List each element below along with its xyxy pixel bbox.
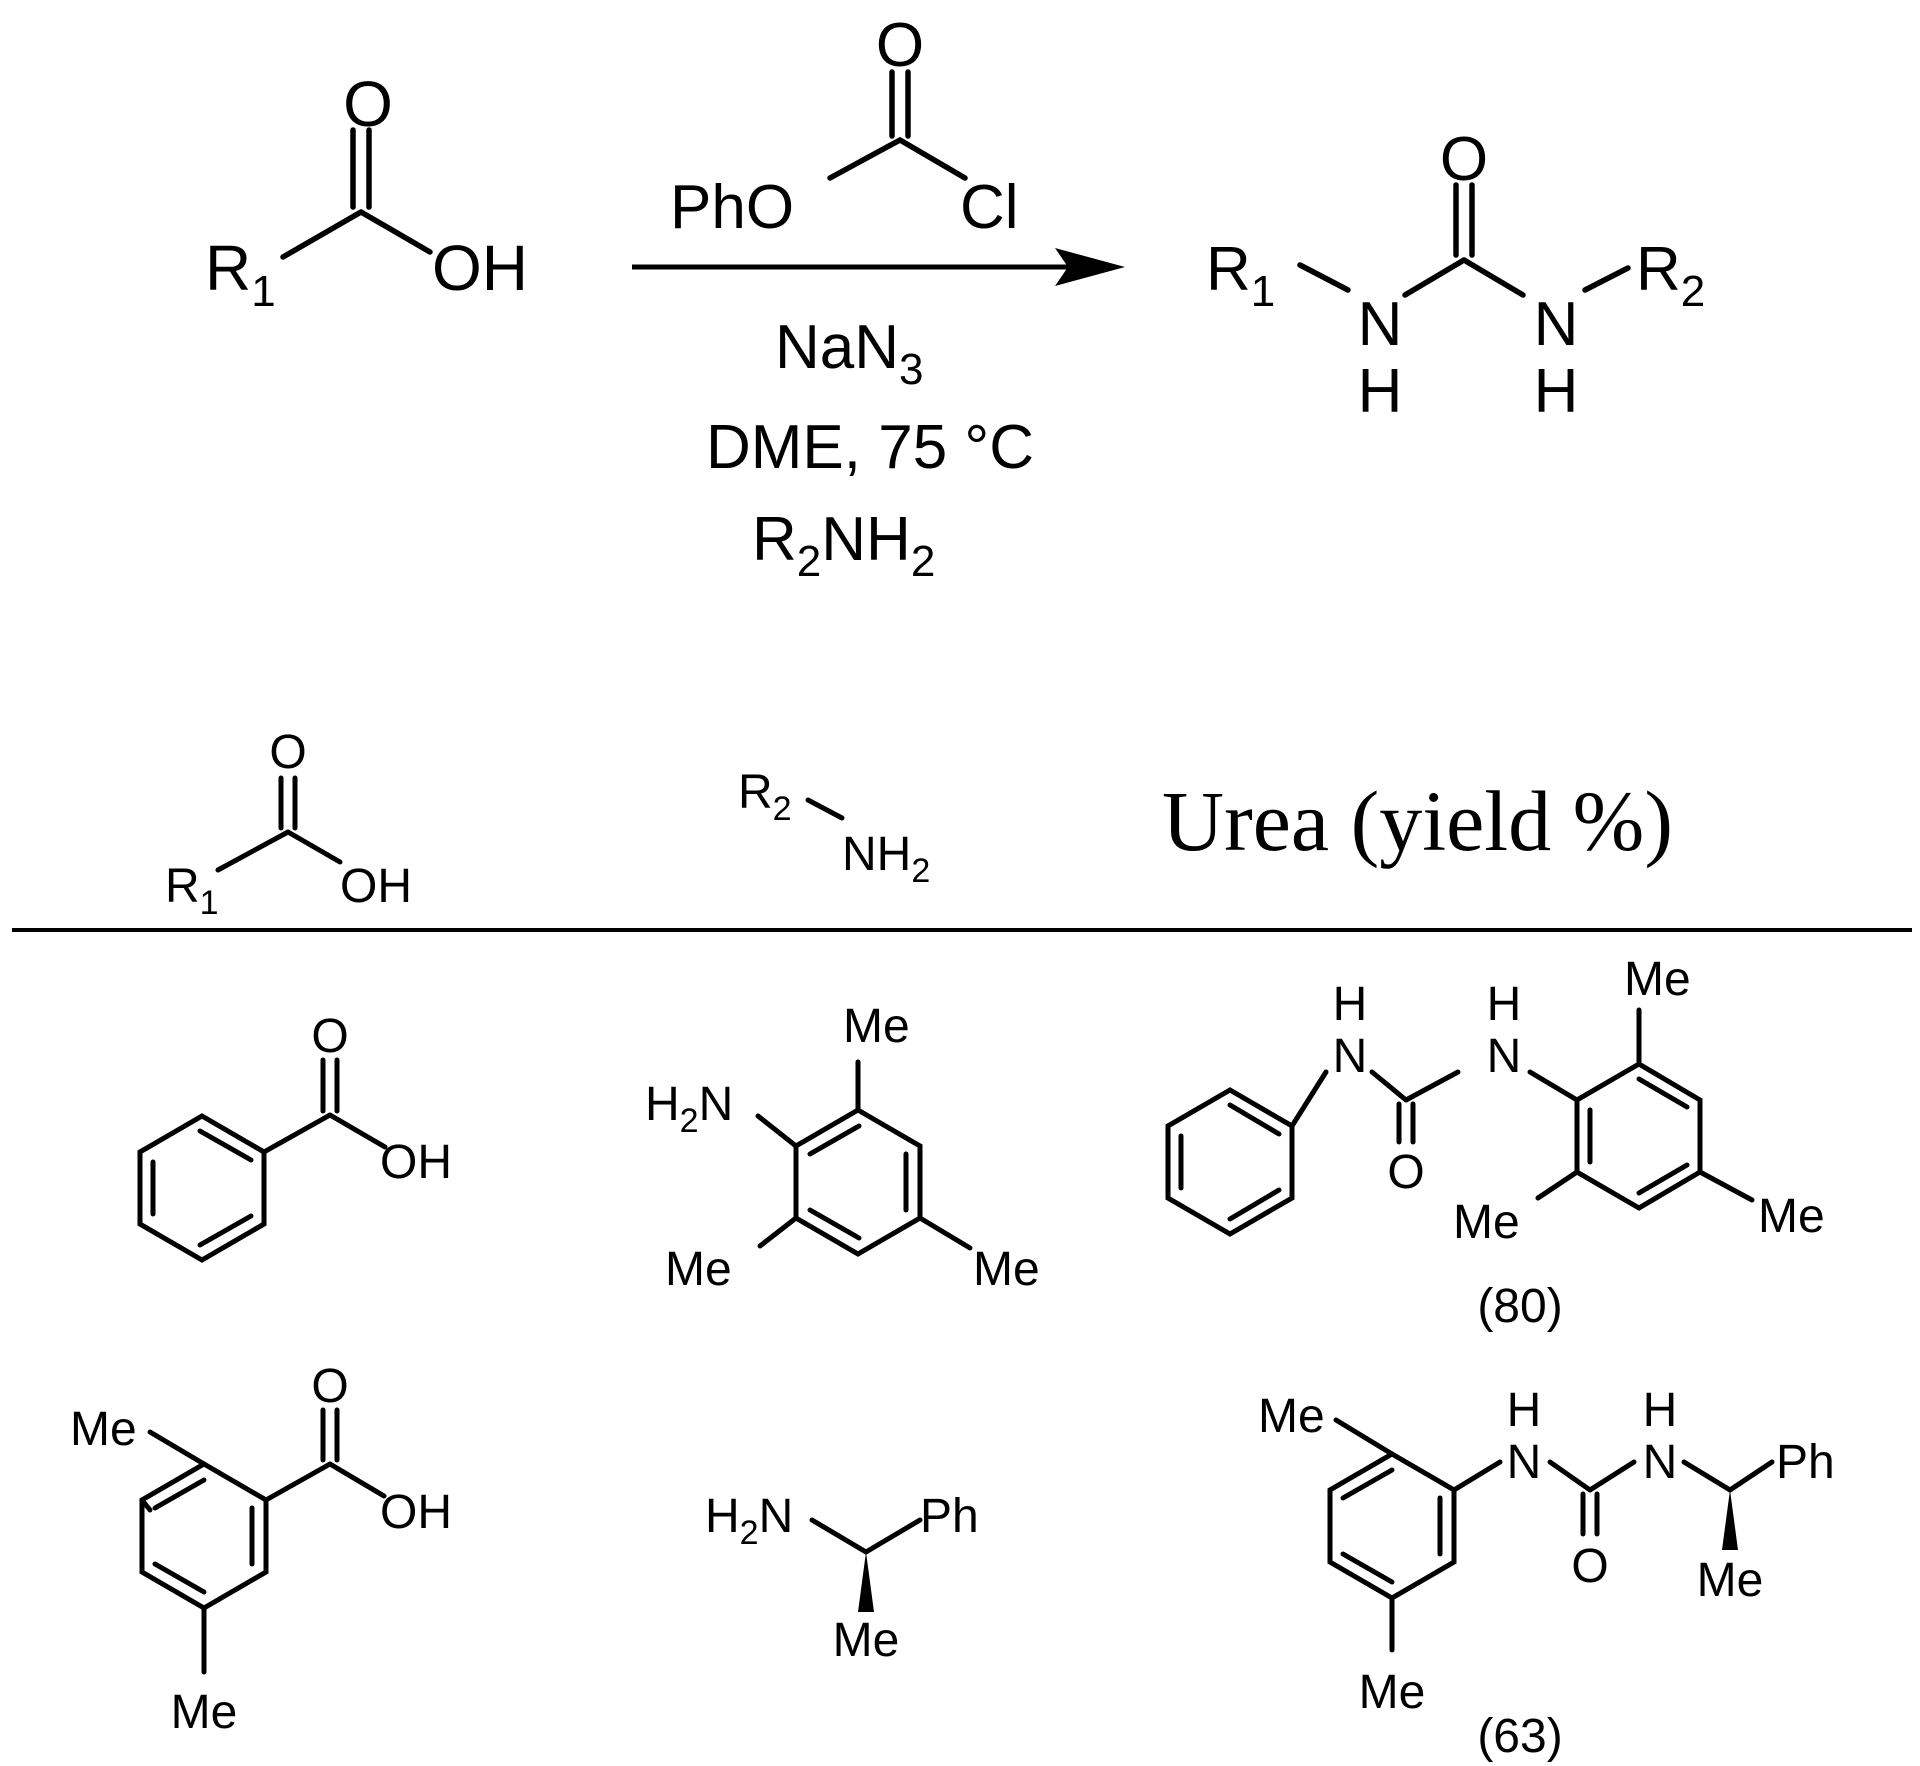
reagent-carbonyl-o: O	[876, 11, 924, 80]
row2-urea-product: H N H N O Me Me Ph Me	[1258, 1384, 1835, 1719]
reactant-oh: OH	[432, 232, 528, 304]
row1-urea-n-right: N	[1487, 1030, 1522, 1083]
product-n-right: N	[1534, 290, 1579, 359]
row2-amine-phenylethylamine: H2N Ph Me	[705, 1490, 979, 1667]
row2-acid-me-bottom: Me	[171, 1686, 238, 1739]
condition-dme-temp: DME, 75 °C	[706, 413, 1034, 482]
row1-yield: (80)	[1477, 1280, 1562, 1333]
product-r1: R1	[1206, 235, 1275, 316]
row1-amine-me-left: Me	[665, 1243, 732, 1296]
row2-acid-dimethylbenzoic-acid: O OH Me Me	[70, 1360, 452, 1739]
product-h-left: H	[1358, 357, 1403, 426]
row2-urea-me: Me	[1697, 1554, 1764, 1607]
row1-urea-me-top: Me	[1624, 953, 1691, 1006]
row1-amine-me-top: Me	[843, 1000, 910, 1053]
header-amine-nh2: NH2	[842, 828, 930, 890]
row2-acid-me-top: Me	[70, 1403, 137, 1456]
reactant-carbonyl-o: O	[343, 68, 393, 140]
row2-amine-ph: Ph	[920, 1490, 979, 1543]
row2-urea-n-right: N	[1643, 1436, 1678, 1489]
reaction-arrow	[632, 248, 1125, 286]
row1-urea-h-right: H	[1487, 978, 1522, 1031]
row2-amine-h2n: H2N	[705, 1490, 793, 1552]
table-header-amine: R2 NH2	[738, 766, 930, 890]
header-urea-yield: Urea (yield %)	[1162, 773, 1673, 869]
product-h-right: H	[1534, 357, 1579, 426]
reaction-reactant: O R1 OH	[205, 68, 528, 316]
row1-amine-me-right: Me	[973, 1243, 1040, 1296]
row2-yield: (63)	[1477, 1710, 1562, 1763]
header-acid-o: O	[269, 726, 306, 779]
row1-urea-me-br: Me	[1758, 1190, 1825, 1243]
row2-acid-o: O	[311, 1360, 348, 1413]
row2-urea-h-left: H	[1507, 1384, 1542, 1437]
row1-acid-o: O	[311, 1010, 348, 1063]
row1-urea-n-left: N	[1333, 1030, 1368, 1083]
row1-amine-mesitylamine: Me H2N Me Me	[645, 1000, 1040, 1296]
row2-amine-me: Me	[833, 1614, 900, 1667]
condition-amine: R2NH2	[752, 505, 935, 586]
reagent-pho: PhO	[670, 173, 794, 242]
row1-acid-oh: OH	[380, 1136, 452, 1189]
row1-acid-benzoic-acid: O OH	[137, 1010, 452, 1263]
row2-urea-o: O	[1571, 1540, 1608, 1593]
row1-urea-me-bl: Me	[1453, 1196, 1520, 1249]
row2-urea-n-left: N	[1507, 1436, 1542, 1489]
header-acid-r1: R1	[165, 860, 219, 922]
header-acid-oh: OH	[340, 860, 412, 913]
reaction-reagent-phenyl-chloroformate: O PhO Cl	[670, 11, 1019, 242]
table-header-acid: O R1 OH	[165, 726, 412, 922]
row2-urea-ph: Ph	[1776, 1436, 1835, 1489]
reaction-conditions: NaN3 DME, 75 °C R2NH2	[706, 313, 1034, 586]
reaction-product-urea: O R1 N H N H R2	[1206, 125, 1705, 426]
product-r2: R2	[1636, 235, 1705, 316]
row1-urea-o: O	[1387, 1146, 1424, 1199]
product-n-left: N	[1358, 290, 1403, 359]
header-amine-r2: R2	[738, 766, 792, 828]
row1-urea-h-left: H	[1333, 978, 1368, 1031]
reactant-r1: R1	[205, 232, 276, 316]
row2-urea-me-left: Me	[1258, 1390, 1325, 1443]
row2-urea-h-right: H	[1643, 1384, 1678, 1437]
reagent-cl: Cl	[960, 173, 1019, 242]
row1-urea-product: H N H N O Me Me Me	[1165, 953, 1825, 1249]
row2-acid-oh: OH	[380, 1486, 452, 1539]
condition-nan3: NaN3	[775, 313, 924, 394]
row1-amine-h2n: H2N	[645, 1078, 733, 1140]
row2-urea-me-bottom: Me	[1359, 1666, 1426, 1719]
product-carbonyl-o: O	[1440, 125, 1488, 194]
